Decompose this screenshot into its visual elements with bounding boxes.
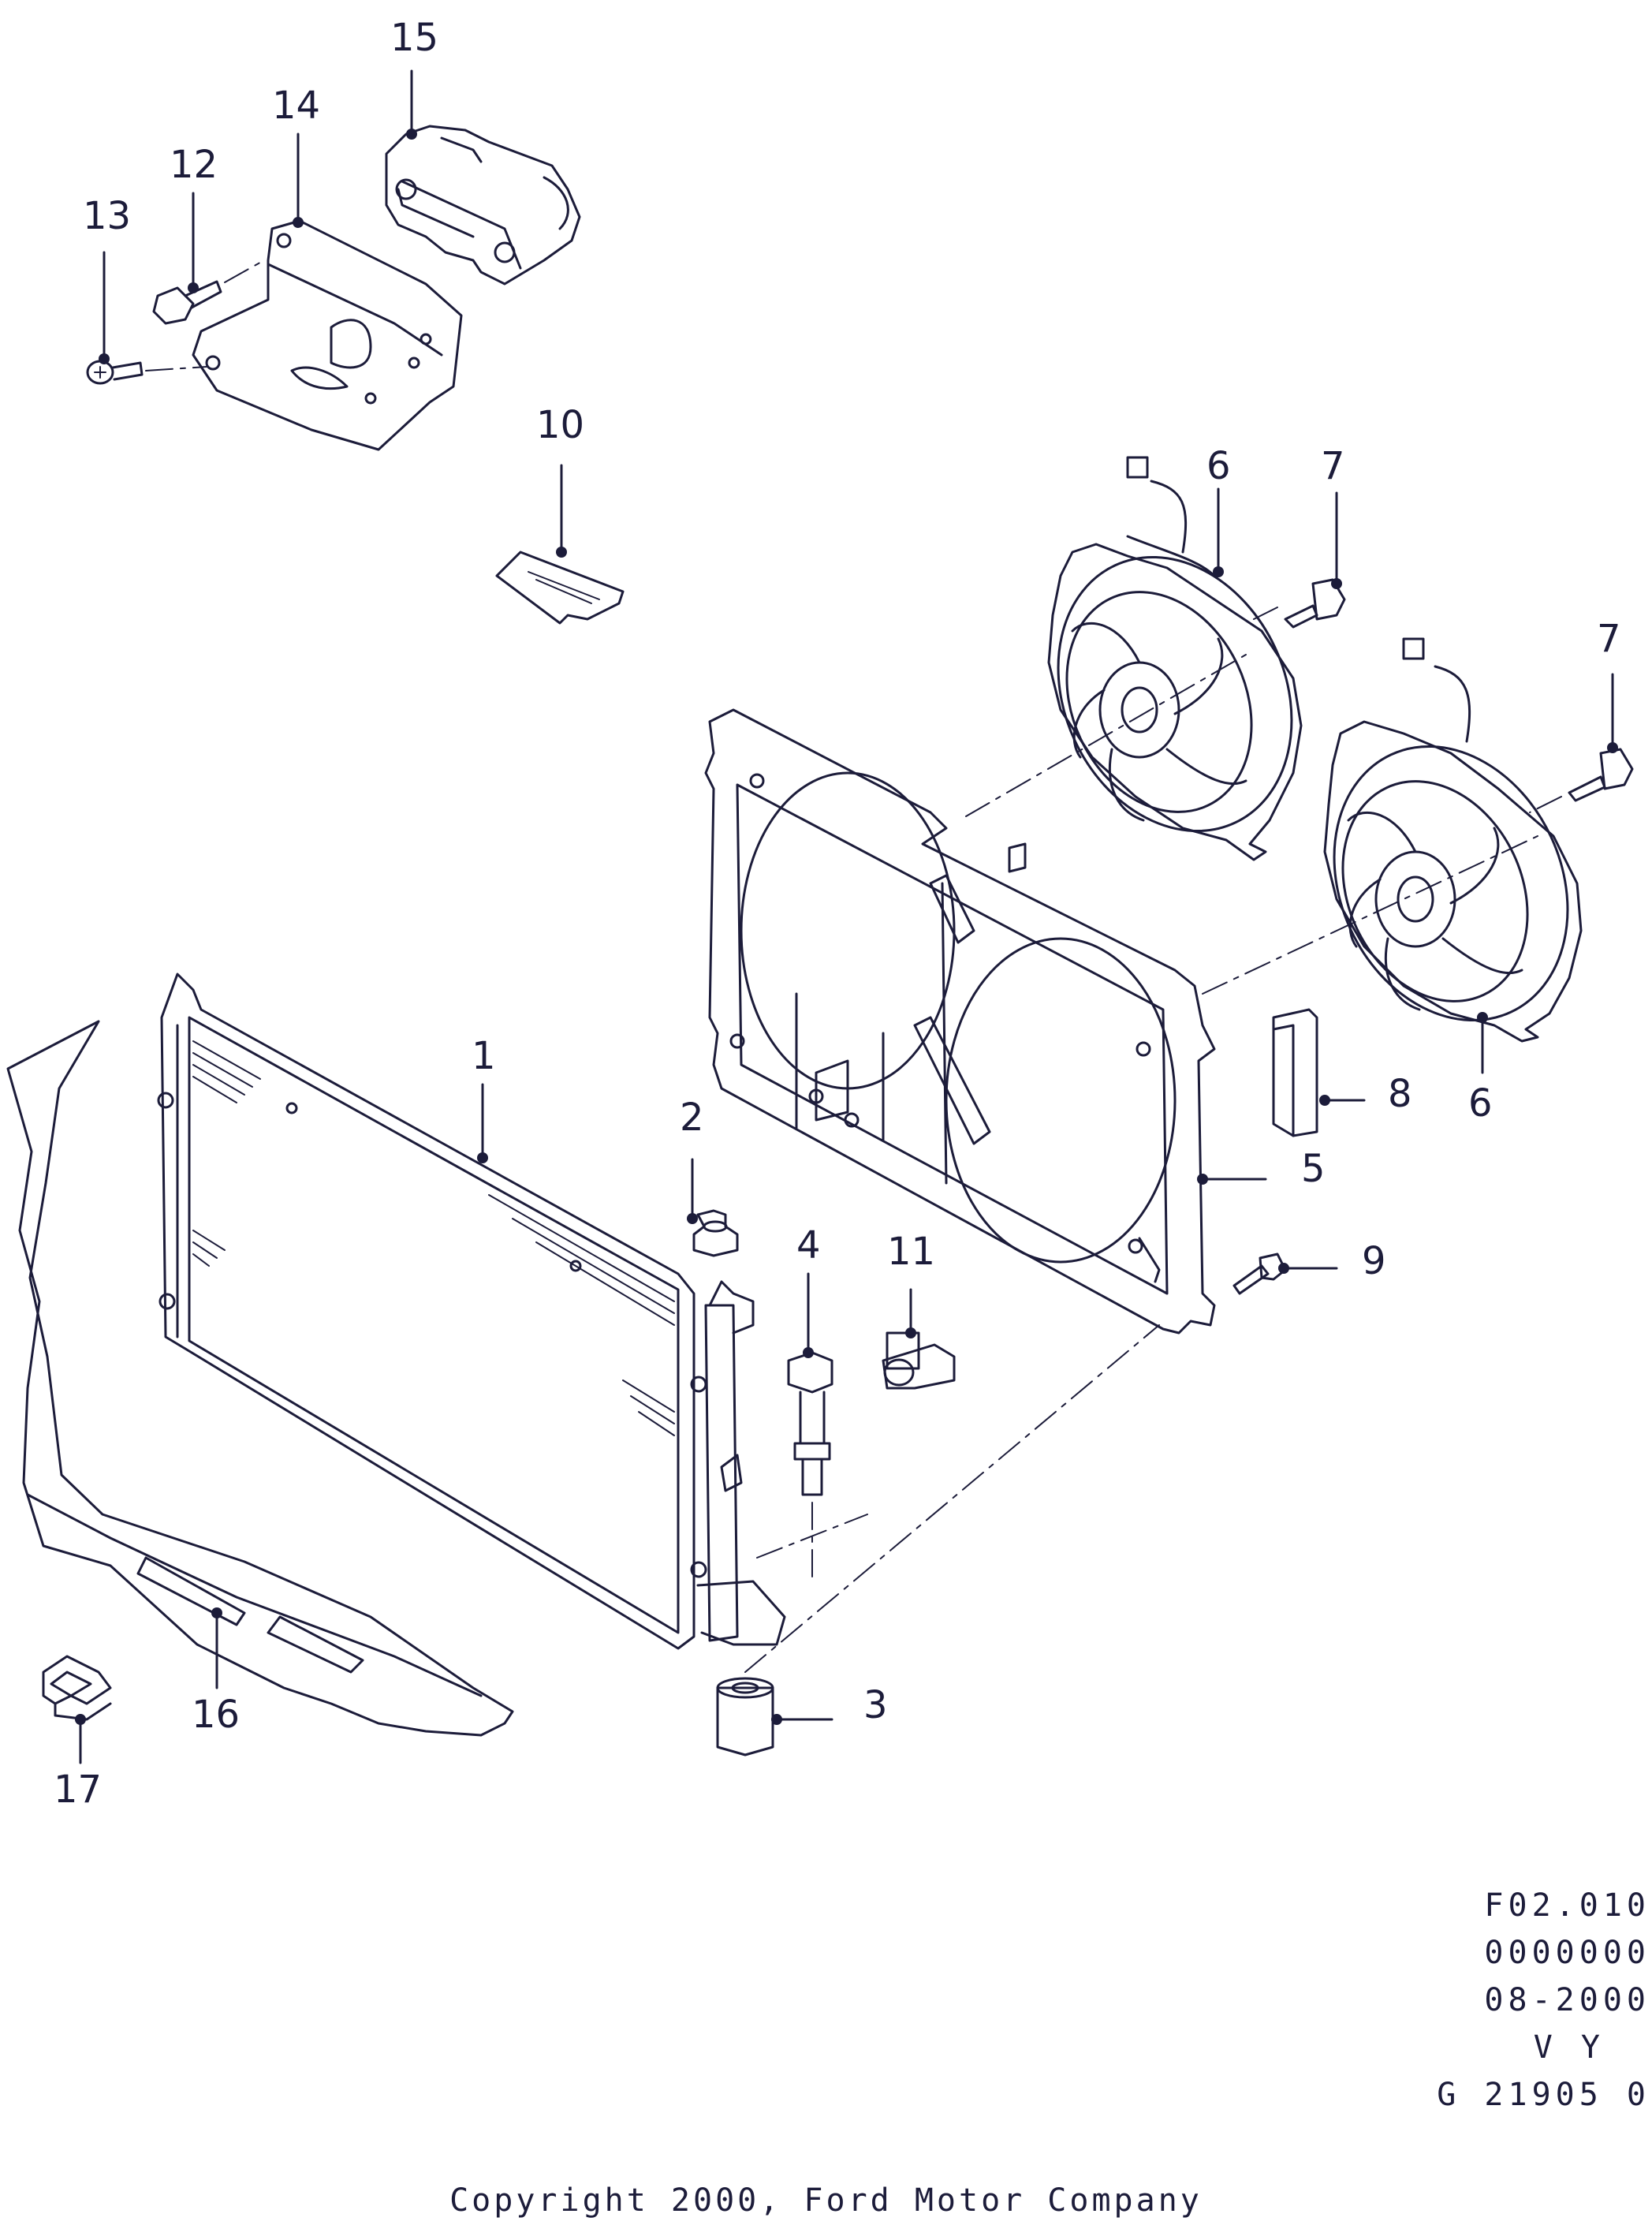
callout-8: 8 xyxy=(1388,1072,1412,1116)
screw-part-7-lower xyxy=(1568,748,1634,802)
screw-part-9 xyxy=(1232,1252,1287,1295)
cooling-fan-part-6-upper xyxy=(1047,456,1303,861)
label-part-10 xyxy=(495,551,625,625)
bush-part-2 xyxy=(692,1209,739,1257)
callout-14: 14 xyxy=(272,84,321,128)
callout-3: 3 xyxy=(863,1683,888,1727)
screw-part-7-upper xyxy=(1284,578,1346,629)
radiator-part-1 xyxy=(157,973,786,1650)
callout-9: 9 xyxy=(1362,1239,1386,1283)
leader-lines xyxy=(79,69,1614,1764)
fan-shroud-part-5 xyxy=(704,708,1216,1335)
bolt-part-4 xyxy=(787,1351,833,1496)
stamp-line-3: 08-2000 xyxy=(1484,1982,1650,2018)
callout-10: 10 xyxy=(536,403,585,447)
stamp-line-4: V Y xyxy=(1533,2029,1605,2066)
assembly-dash-lines xyxy=(145,259,1562,1673)
screw-part-13 xyxy=(86,360,144,385)
stamp-line-1: F02.010 xyxy=(1484,1887,1650,1924)
callout-7-lower: 7 xyxy=(1597,617,1621,661)
switch-part-11 xyxy=(882,1331,956,1390)
clip-part-17 xyxy=(42,1655,112,1721)
callout-17: 17 xyxy=(54,1768,103,1812)
leader-dots xyxy=(75,129,1618,1725)
copyright-notice: Copyright 2000, Ford Motor Company xyxy=(449,2182,1203,2219)
bolt-part-12 xyxy=(152,280,222,325)
callout-11: 11 xyxy=(887,1230,936,1274)
callout-6-lower: 6 xyxy=(1468,1081,1493,1126)
seal-strip-part-8 xyxy=(1272,1008,1318,1137)
callout-1: 1 xyxy=(472,1034,496,1078)
callout-15: 15 xyxy=(390,16,439,60)
callout-2: 2 xyxy=(680,1096,704,1140)
cooling-fan-part-6-lower xyxy=(1323,637,1583,1043)
bracket-part-14 xyxy=(192,219,463,451)
stamp-line-2: 0000000 xyxy=(1484,1935,1650,1971)
air-deflector-part-16 xyxy=(6,1020,514,1737)
stamp-line-5: G 21905 0 xyxy=(1437,2077,1650,2113)
callout-7-upper: 7 xyxy=(1321,444,1345,488)
callout-12: 12 xyxy=(170,143,218,187)
callout-16: 16 xyxy=(192,1693,241,1737)
callout-5: 5 xyxy=(1301,1147,1326,1191)
control-module-part-15 xyxy=(385,125,581,286)
mount-bush-part-3 xyxy=(716,1677,774,1756)
callout-6-upper: 6 xyxy=(1206,444,1231,488)
callout-13: 13 xyxy=(83,194,132,238)
callout-4: 4 xyxy=(796,1223,821,1267)
